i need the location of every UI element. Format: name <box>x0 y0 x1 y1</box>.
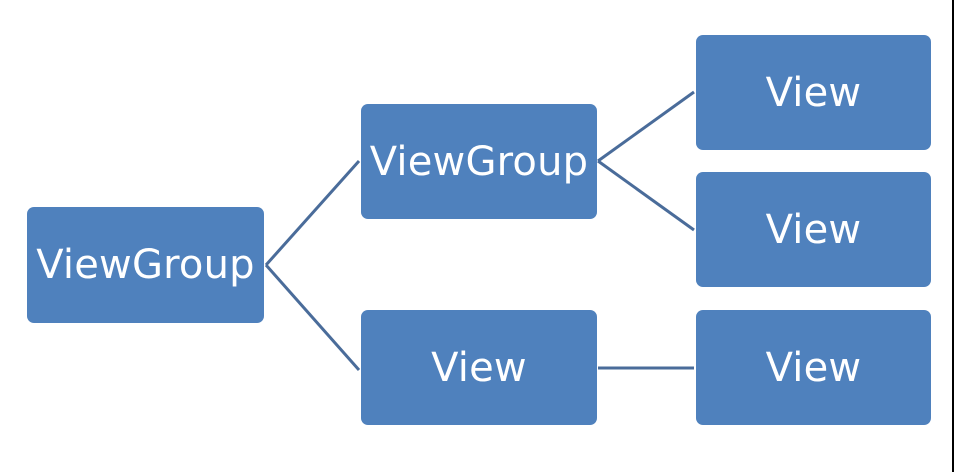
connector-root-to-view <box>264 264 361 371</box>
right-border-line <box>952 0 954 472</box>
node-label: ViewGroup <box>369 138 589 185</box>
node-label: View <box>765 206 862 253</box>
node-label: View <box>765 344 862 391</box>
node-label: ViewGroup <box>36 242 255 288</box>
node-leaf-view-3: View <box>696 310 931 425</box>
node-leaf-view-2: View <box>696 172 931 287</box>
connector-root-to-viewgroup <box>264 160 361 266</box>
node-root-viewgroup: ViewGroup <box>27 207 264 323</box>
node-child-viewgroup: ViewGroup <box>361 104 597 219</box>
connector-viewgroup-to-leaf-2 <box>597 159 695 232</box>
node-leaf-view-1: View <box>696 35 931 150</box>
node-label: View <box>765 69 862 116</box>
node-label: View <box>431 344 527 391</box>
node-child-view: View <box>361 310 597 425</box>
connector-viewgroup-to-leaf-1 <box>597 90 695 163</box>
